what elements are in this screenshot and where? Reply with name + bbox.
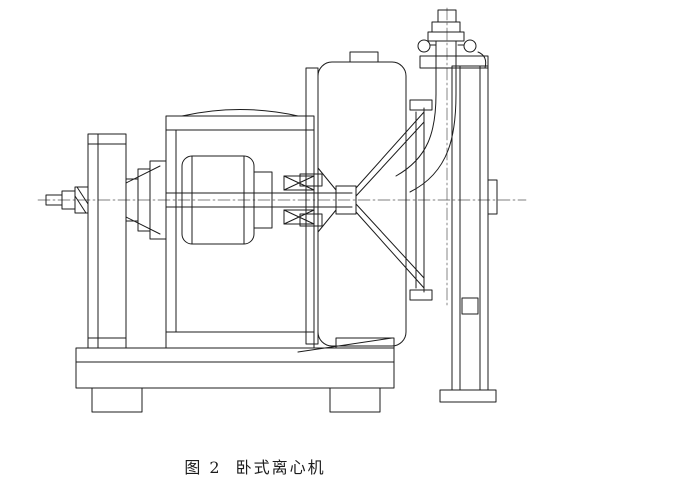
- seal-stack: [125, 160, 167, 240]
- feed-pipe: [395, 9, 487, 193]
- figure-title: 卧式离心机: [235, 458, 326, 477]
- left-bracket: [87, 133, 127, 349]
- pulley-cylinder: [181, 155, 273, 245]
- right-frame: [419, 55, 498, 403]
- figure-caption: 图 2 卧式离心机: [0, 454, 510, 478]
- centerlines: [37, 7, 527, 306]
- machine-base: [75, 337, 395, 413]
- bearings: [283, 175, 315, 225]
- bowl-cone: [317, 99, 433, 301]
- bearing-housing: [165, 109, 315, 349]
- main-shaft: [165, 192, 353, 208]
- casing-body: [317, 51, 407, 347]
- figure-label: 图 2: [184, 458, 222, 477]
- casing-wall: [299, 67, 323, 345]
